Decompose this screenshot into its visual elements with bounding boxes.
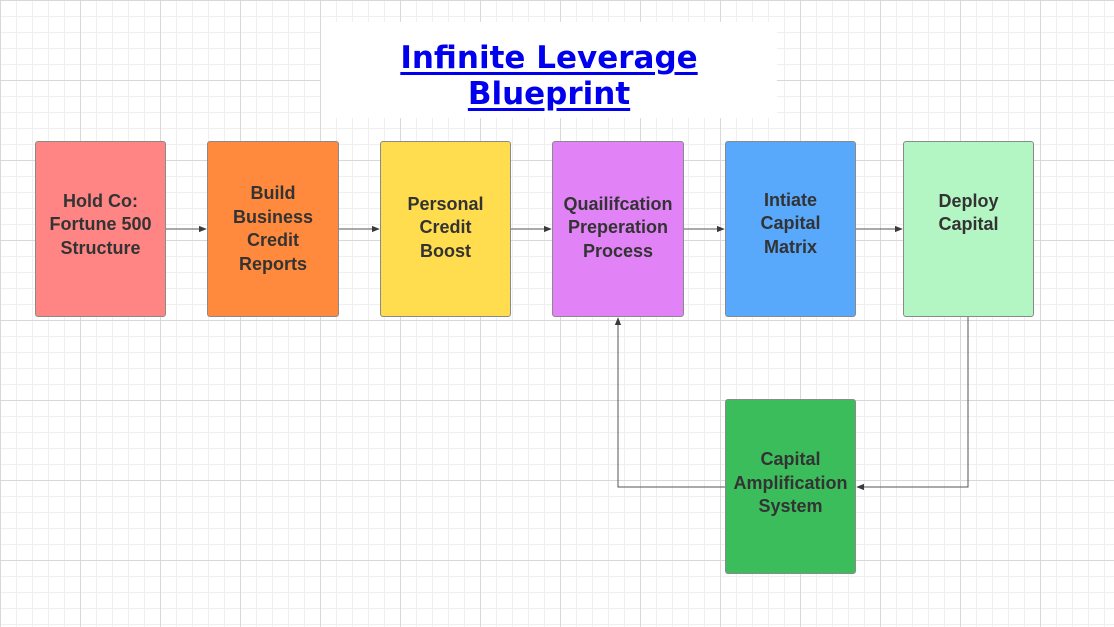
connector-deploy-amplify[interactable] — [856, 317, 969, 491]
node-label: Build Business Credit Reports — [232, 183, 314, 274]
node-label: Intiate Capital Matrix — [760, 189, 821, 257]
node-label: Quailifcation Preperation Process — [563, 193, 673, 261]
connector-amplify-qualify[interactable] — [614, 317, 725, 488]
node-capital-matrix[interactable]: Intiate Capital Matrix — [725, 141, 856, 317]
node-personal-credit-boost[interactable]: Personal Credit Boost — [380, 141, 511, 317]
diagram-title[interactable]: Infinite Leverage Blueprint — [400, 40, 698, 112]
node-hold-co[interactable]: Hold Co: Fortune 500 Structure — [35, 141, 166, 317]
node-label: Capital Amplification System — [733, 449, 848, 517]
node-label: Deploy Capital — [938, 190, 999, 235]
title-panel: Infinite Leverage Blueprint — [321, 22, 777, 118]
node-build-business-credit[interactable]: Build Business Credit Reports — [207, 141, 339, 317]
node-deploy-capital[interactable]: Deploy Capital — [903, 141, 1034, 317]
node-capital-amplification[interactable]: Capital Amplification System — [725, 399, 856, 574]
node-label: Hold Co: Fortune 500 Structure — [49, 190, 152, 258]
node-label: Personal Credit Boost — [407, 193, 484, 261]
node-qualification-process[interactable]: Quailifcation Preperation Process — [552, 141, 684, 317]
